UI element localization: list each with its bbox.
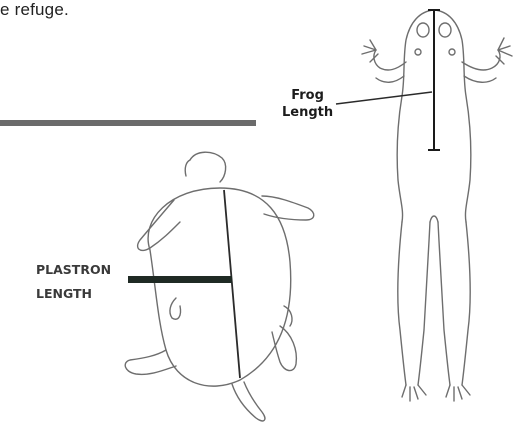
frog-length-label: Frog Length bbox=[282, 87, 333, 121]
frog-drawing bbox=[362, 10, 512, 401]
plastron-pointer-bar bbox=[128, 276, 232, 283]
turtle-drawing bbox=[125, 152, 314, 421]
plastron-label-line1: PLASTRON bbox=[36, 258, 111, 282]
plastron-length-label: PLASTRON LENGTH bbox=[36, 258, 111, 306]
divider-bar bbox=[0, 120, 256, 126]
frog-label-line2: Length bbox=[282, 104, 333, 121]
plastron-length-line bbox=[224, 190, 240, 378]
plastron-label-line2: LENGTH bbox=[36, 282, 111, 306]
frog-label-line1: Frog bbox=[282, 87, 333, 104]
frog-leader-line bbox=[336, 92, 432, 104]
